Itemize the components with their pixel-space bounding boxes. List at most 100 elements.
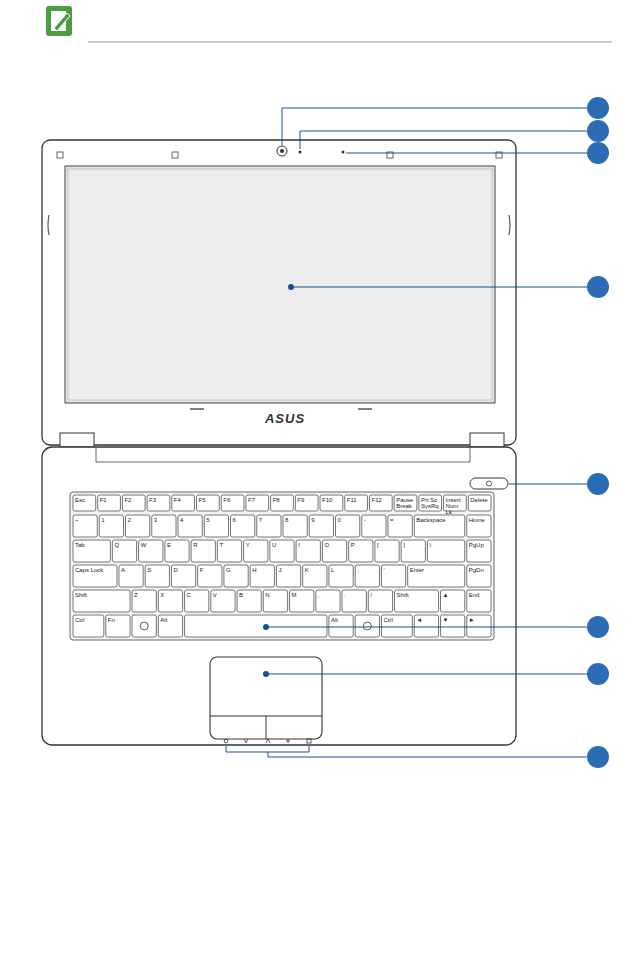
status-indicators xyxy=(224,739,311,743)
key-label: K xyxy=(305,567,325,573)
key xyxy=(368,590,392,612)
key-label: C xyxy=(187,592,207,598)
key xyxy=(316,590,340,612)
leader-line xyxy=(300,131,587,149)
key xyxy=(147,495,170,511)
bumper xyxy=(172,152,178,158)
key-label: Alt xyxy=(160,617,180,623)
key-label: E xyxy=(167,542,187,548)
key-label: Enter xyxy=(410,567,463,573)
leader-dot xyxy=(263,624,269,630)
key-label: 7 xyxy=(259,517,279,523)
callout-circle xyxy=(587,142,609,164)
key-label: W xyxy=(141,542,161,548)
leader-line xyxy=(291,287,587,288)
key-label: Alt xyxy=(331,617,351,623)
key-label: Esc xyxy=(75,497,94,503)
key-label: G xyxy=(226,567,246,573)
key xyxy=(345,495,368,511)
key-label: Tab xyxy=(75,542,108,548)
key xyxy=(197,495,220,511)
hinge xyxy=(470,433,504,447)
key-label: F12 xyxy=(371,497,390,503)
key-label: F11 xyxy=(347,497,366,503)
key xyxy=(132,615,156,637)
callout-circle xyxy=(587,97,609,119)
key xyxy=(276,565,300,587)
key xyxy=(468,495,491,511)
key-label: ► xyxy=(469,617,489,623)
callout-circle xyxy=(587,616,609,638)
key-label: V xyxy=(213,592,233,598)
key-label: F5 xyxy=(199,497,218,503)
key-label: F4 xyxy=(174,497,193,503)
key-label: F2 xyxy=(124,497,143,503)
key xyxy=(388,515,412,537)
key-label: ' xyxy=(383,567,403,573)
key-label: End xyxy=(469,592,489,598)
key-icon xyxy=(140,622,148,630)
key xyxy=(362,515,386,537)
key-label: Caps Lock xyxy=(75,567,115,573)
key-icon xyxy=(363,622,371,630)
key xyxy=(98,495,121,511)
key xyxy=(309,515,333,537)
key xyxy=(320,495,343,511)
leader-line xyxy=(282,108,587,145)
key xyxy=(369,495,392,511)
key-label: Backspace xyxy=(416,517,463,523)
callout-circle xyxy=(587,663,609,685)
indicator-icon xyxy=(224,739,228,743)
key xyxy=(132,590,156,612)
key xyxy=(250,565,274,587)
key-label: Shift xyxy=(397,592,437,598)
callout-circle xyxy=(587,276,609,298)
lid xyxy=(42,140,516,445)
key xyxy=(185,590,209,612)
key-label: U xyxy=(272,542,292,548)
leader-bracket xyxy=(226,746,587,757)
key xyxy=(381,615,412,637)
indicator-icon xyxy=(307,739,311,743)
key xyxy=(355,615,379,637)
key-label: 8 xyxy=(285,517,305,523)
key-label: Prt Sc SysRq xyxy=(421,497,440,510)
key xyxy=(231,515,255,537)
key xyxy=(171,565,195,587)
key-label: Shift xyxy=(75,592,128,598)
key xyxy=(441,615,465,637)
key xyxy=(73,565,117,587)
keyboard xyxy=(73,495,491,637)
key-label: ; xyxy=(357,567,377,573)
key-label: N xyxy=(265,592,285,598)
key xyxy=(375,540,399,562)
key xyxy=(395,590,439,612)
key xyxy=(467,615,491,637)
touchpad xyxy=(210,657,322,739)
key xyxy=(172,495,195,511)
key-label: F9 xyxy=(297,497,316,503)
key-label: [ xyxy=(377,542,397,548)
screen-frame xyxy=(65,166,495,403)
key xyxy=(112,540,136,562)
key xyxy=(467,540,491,562)
key-label: = xyxy=(390,517,410,523)
note-icon-pencil xyxy=(54,13,70,31)
leader-line xyxy=(346,153,587,154)
key xyxy=(191,540,215,562)
key-label: Insert Num Lk xyxy=(446,497,465,516)
key-label: F6 xyxy=(223,497,242,503)
key-label: PgDn xyxy=(469,567,489,573)
key-label: F7 xyxy=(248,497,267,503)
callout-circles xyxy=(587,97,609,768)
key-label: Pause Break xyxy=(396,497,415,510)
key-label: ◄ xyxy=(416,617,436,623)
hinge-strip xyxy=(96,447,470,462)
key-label: B xyxy=(239,592,259,598)
key-label: Z xyxy=(134,592,154,598)
key xyxy=(73,515,97,537)
key xyxy=(322,540,346,562)
key-label: L xyxy=(331,567,351,573)
